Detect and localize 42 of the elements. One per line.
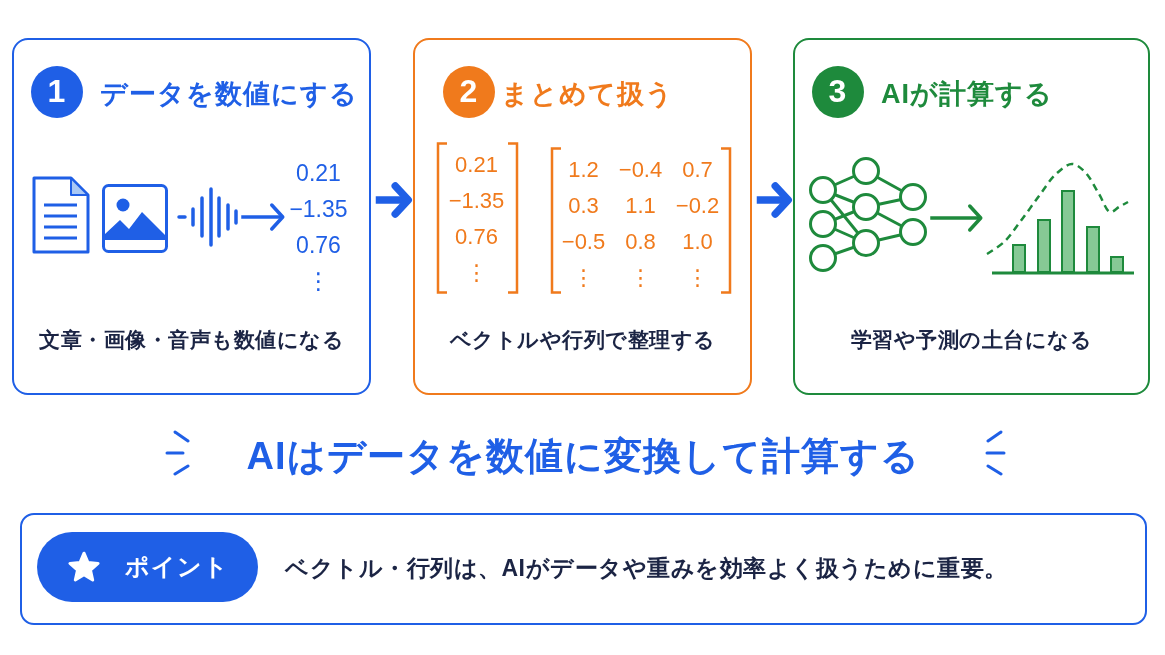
step-number: 3 <box>811 65 864 118</box>
point-panel <box>20 513 1147 625</box>
step-caption: 文章・画像・音声も数値になる <box>39 327 344 354</box>
vector-value: −1.35 <box>448 187 505 214</box>
matrix-value: ⋮ <box>572 264 595 291</box>
step-heading: データを数値にする <box>100 78 358 111</box>
step-panel <box>12 38 371 395</box>
matrix-value: ⋮ <box>629 264 652 291</box>
vector-value: 0.21 <box>455 151 498 178</box>
matrix-value: 1.0 <box>682 228 713 255</box>
matrix-value: 0.3 <box>568 192 599 219</box>
numeric-value: 0.21 <box>296 159 341 186</box>
matrix-value: −0.2 <box>675 192 720 219</box>
matrix-value: ⋮ <box>686 264 709 291</box>
numeric-value: −1.35 <box>289 195 348 222</box>
matrix-value: −0.5 <box>561 228 606 255</box>
step-caption: ベクトルや行列で整理する <box>449 327 716 353</box>
matrix-value: 1.1 <box>625 192 656 219</box>
matrix-value: 0.7 <box>682 156 713 183</box>
vector-value: ⋮ <box>465 259 488 286</box>
numeric-value: 0.76 <box>296 231 341 258</box>
step-heading: まとめて扱う <box>501 78 674 111</box>
step-number: 1 <box>30 65 83 118</box>
summary-text: AIはデータを数値に変換して計算する <box>246 433 920 479</box>
vector-value: 0.76 <box>455 223 498 250</box>
step-panel <box>413 38 752 395</box>
tag-label: ポイント <box>124 551 229 582</box>
matrix-value: −0.4 <box>618 156 663 183</box>
sound-wave-icon <box>176 186 239 247</box>
arrow <box>241 203 285 231</box>
arrow <box>930 204 983 232</box>
note-text: ベクトル・行列は、AIがデータや重みを効率よく扱うために重要。 <box>285 553 1008 583</box>
step-panel <box>793 38 1150 395</box>
arrow <box>375 182 412 218</box>
matrix-value: 0.8 <box>625 228 656 255</box>
step-caption: 学習や予測の土台になる <box>850 327 1093 354</box>
arrow <box>756 182 792 218</box>
matrix-value: 1.2 <box>568 156 599 183</box>
neural-network-icon <box>807 155 928 274</box>
numeric-value: ⋮ <box>307 267 330 294</box>
step-number: 2 <box>442 65 495 118</box>
step-heading: AIが計算する <box>881 78 1053 111</box>
